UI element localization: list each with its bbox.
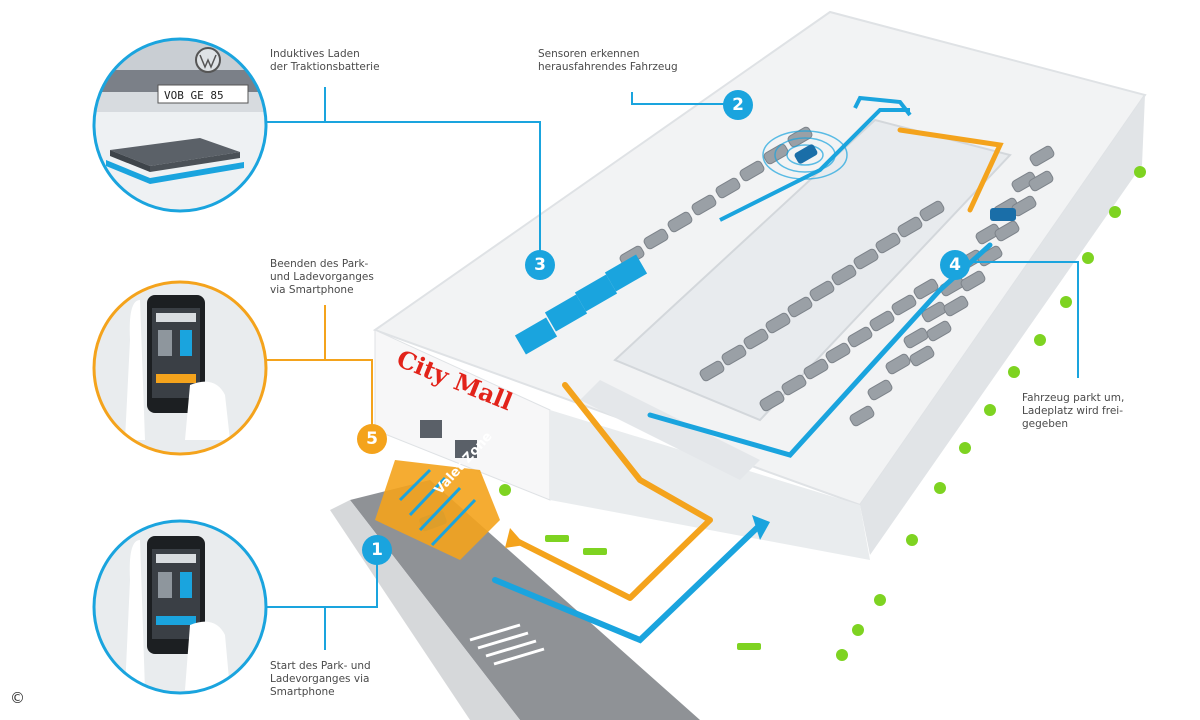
upper-deck [613,118,1012,422]
caption-sensors: Sensoren erkennen herausfahrendes Fahrze… [538,48,678,73]
tree-icon [1008,366,1020,378]
tree-icon [874,594,886,606]
parked-car [825,342,851,364]
parked-car [913,278,939,300]
connector-5 [264,359,373,430]
parked-car [1028,170,1054,192]
tree-icon [1034,334,1046,346]
tree-icon [1082,252,1094,264]
tree-icon [1060,296,1072,308]
valet-zone-stripes [398,468,477,547]
parked-car [909,345,935,367]
blue-route-arrow [752,515,770,540]
parked-car [897,216,923,238]
orange-route-arrow [505,528,525,548]
tree-icon [852,624,864,636]
step-badge-2: 2 [723,90,753,120]
parked-car [903,327,929,349]
finish-smartphone-illustration [92,280,268,456]
orange-route-upper [897,127,1004,213]
parked-car [943,295,969,317]
windows [420,420,477,458]
parked-car [721,344,747,366]
tree-icon [934,482,946,494]
tree-icon [836,649,848,661]
parked-car [885,353,911,375]
car-icon [990,208,1016,221]
tree-icon [959,442,971,454]
tree-icons [499,166,1146,661]
parked-car [869,310,895,332]
parked-car [831,264,857,286]
parked-car [809,280,835,302]
parked-car [715,177,741,199]
tree-icon [906,534,918,546]
crosswalk [469,623,545,666]
parked-car [926,320,952,342]
parked-car [699,360,725,382]
ramp [580,380,760,480]
step-badge-3: 3 [525,250,555,280]
blue-route-exit [719,108,910,222]
connector-3 [264,121,541,262]
tree-icon [499,484,511,496]
parked-car [803,358,829,380]
parked-car [765,312,791,334]
parked-cars [619,126,1055,427]
start-smartphone-illustration [92,519,268,695]
tree-icon [984,404,996,416]
parked-car [891,294,917,316]
caption-finish: Beenden des Park- und Ladevorganges via … [270,258,374,296]
parked-car [960,270,986,292]
battery-icon [110,138,240,166]
connector-1 [264,550,378,608]
parked-car [1029,145,1055,167]
parked-car [867,379,893,401]
connector-4 [955,261,1079,378]
parked-car [919,200,945,222]
parked-car [691,194,717,216]
parked-car [739,160,765,182]
caption-start: Start des Park- und Ladevorganges via Sm… [270,660,371,698]
blue-route-top [853,95,912,117]
parked-car [763,143,789,165]
parked-car [1011,171,1037,193]
step-badge-4: 4 [940,250,970,280]
step-badge-5: 5 [357,424,387,454]
ground-floor [550,410,870,560]
charging-spots [514,254,648,355]
parked-car [643,228,669,250]
caption-repark: Fahrzeug parkt um, Ladeplatz wird frei- … [1022,392,1125,430]
parked-car [667,211,693,233]
license-plate [157,84,249,104]
blue-route [492,522,763,644]
parked-car [849,405,875,427]
connector-2 [631,92,738,105]
orange-route [512,382,713,601]
parked-car [787,296,813,318]
inductive-charging-illustration: VOB GE 85 [92,37,268,213]
connector-lines [264,87,1079,650]
parked-car [994,220,1020,242]
sensor-waves [762,130,848,180]
parked-car [853,248,879,270]
building-side-wall [860,95,1145,555]
parked-car [847,326,873,348]
svg-text:VOB GE 85: VOB GE 85 [164,89,224,102]
copyright-symbol: © [10,689,25,707]
step-badge-1: 1 [362,535,392,565]
parked-car [875,232,901,254]
parked-car [781,374,807,396]
tree-icon [1109,206,1121,218]
parked-car [975,223,1001,245]
parked-car [759,390,785,412]
caption-inductive-charging: Induktives Laden der Traktionsbatterie [270,48,380,73]
ground-markers [545,535,761,650]
car-icon [794,144,818,164]
tree-icon [1134,166,1146,178]
parked-car [743,328,769,350]
